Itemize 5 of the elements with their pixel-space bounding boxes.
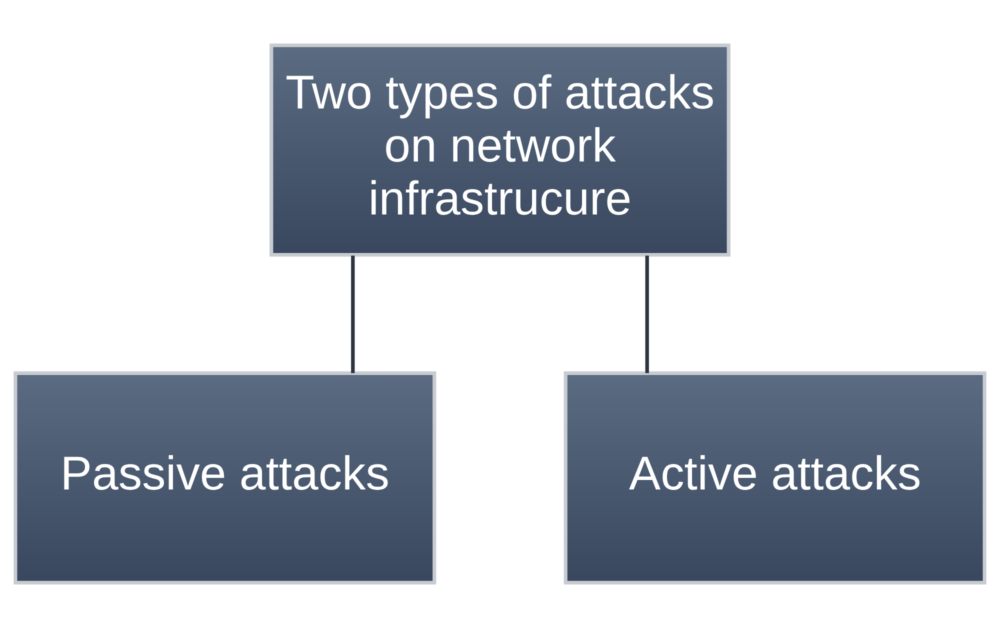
connector — [645, 256, 649, 374]
node-box: Two types of attacks on network infrastrucure — [270, 43, 730, 257]
node-box: Active attacks — [564, 371, 986, 585]
connector — [351, 256, 355, 374]
node-box: Passive attacks — [14, 371, 436, 585]
